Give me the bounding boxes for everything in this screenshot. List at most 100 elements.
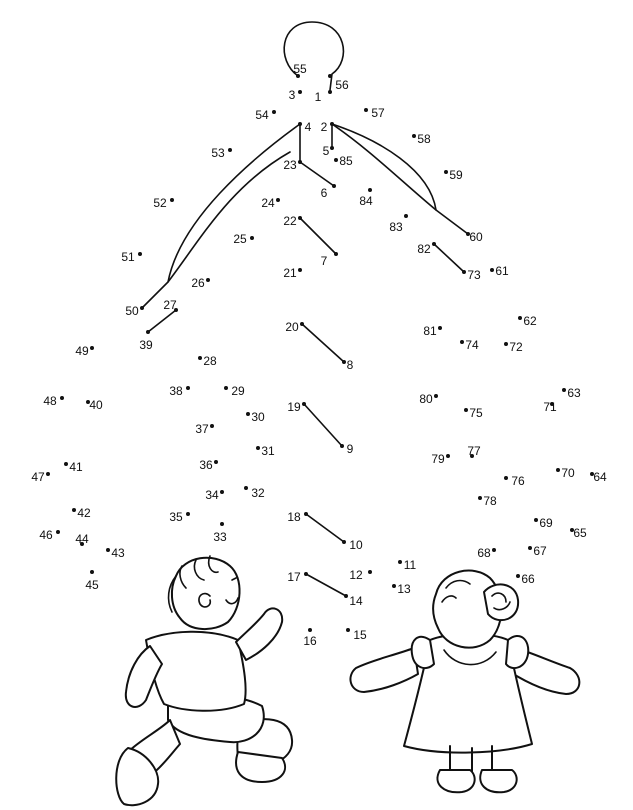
dot-marker bbox=[434, 394, 438, 398]
girl-left-shoe bbox=[436, 769, 476, 794]
dot-marker bbox=[330, 122, 334, 126]
dot-number: 58 bbox=[417, 132, 431, 146]
dot-11: 11 bbox=[398, 558, 417, 572]
dot-18: 18 bbox=[287, 510, 308, 524]
dot-79: 79 bbox=[431, 452, 450, 466]
dot-number: 75 bbox=[469, 406, 483, 420]
line-22-7 bbox=[299, 217, 337, 255]
dot-number: 46 bbox=[39, 528, 53, 542]
dot-marker bbox=[492, 548, 496, 552]
dot-31: 31 bbox=[256, 444, 275, 458]
dot-number: 47 bbox=[31, 470, 45, 484]
dot-59: 59 bbox=[444, 168, 463, 182]
dot-marker bbox=[250, 236, 254, 240]
dot-42: 42 bbox=[72, 506, 91, 520]
dot-marker bbox=[460, 340, 464, 344]
dot-number: 53 bbox=[211, 146, 225, 160]
dot-marker bbox=[298, 122, 302, 126]
dot-73: 73 bbox=[462, 268, 481, 282]
dot-marker bbox=[272, 110, 276, 114]
dot-69: 69 bbox=[534, 516, 553, 530]
dot-marker bbox=[364, 108, 368, 112]
girl-bow-curls bbox=[491, 592, 511, 611]
dot-74: 74 bbox=[460, 338, 479, 352]
dot-57: 57 bbox=[364, 106, 385, 120]
dot-number: 64 bbox=[593, 470, 607, 484]
dot-marker bbox=[174, 308, 178, 312]
dot-29: 29 bbox=[224, 384, 245, 398]
line-27-39 bbox=[147, 309, 177, 333]
dot-marker bbox=[332, 184, 336, 188]
dot-28: 28 bbox=[198, 354, 217, 368]
dot-marker bbox=[344, 594, 348, 598]
dot-marker bbox=[334, 158, 338, 162]
dot-32: 32 bbox=[244, 486, 265, 500]
dot-marker bbox=[464, 408, 468, 412]
dot-marker bbox=[186, 512, 190, 516]
girl-right-shoe bbox=[479, 769, 518, 794]
dot-number: 28 bbox=[203, 354, 217, 368]
dot-3: 3 bbox=[289, 88, 302, 102]
dot-marker bbox=[550, 402, 554, 406]
dot-marker bbox=[446, 454, 450, 458]
dot-number: 33 bbox=[213, 530, 227, 544]
dot-64: 64 bbox=[590, 470, 607, 484]
dot-marker bbox=[304, 572, 308, 576]
dot-46: 46 bbox=[39, 528, 60, 542]
dot-number: 24 bbox=[261, 196, 275, 210]
dot-number: 51 bbox=[121, 250, 135, 264]
dot-33: 33 bbox=[213, 522, 227, 544]
dot-35: 35 bbox=[169, 510, 190, 524]
dot-marker bbox=[86, 400, 90, 404]
dot-marker bbox=[186, 386, 190, 390]
dot-number: 8 bbox=[347, 358, 354, 372]
dot-54: 54 bbox=[255, 108, 276, 122]
dot-number: 19 bbox=[287, 400, 301, 414]
dot-number: 54 bbox=[255, 108, 269, 122]
right-branch-inner bbox=[331, 123, 437, 211]
dot-75: 75 bbox=[464, 406, 483, 420]
dot-marker bbox=[298, 216, 302, 220]
dot-12: 12 bbox=[349, 568, 372, 582]
boy-face bbox=[225, 577, 239, 605]
dot-number: 25 bbox=[233, 232, 247, 246]
girl-bangs bbox=[441, 579, 471, 603]
dot-number: 16 bbox=[303, 634, 317, 648]
dot-number: 45 bbox=[85, 578, 99, 592]
dot-marker bbox=[556, 468, 560, 472]
dot-number: 11 bbox=[404, 558, 417, 572]
dot-number: 74 bbox=[465, 338, 479, 352]
dot-number: 73 bbox=[467, 268, 481, 282]
dot-number: 31 bbox=[261, 444, 275, 458]
dot-34: 34 bbox=[205, 488, 224, 502]
dot-36: 36 bbox=[199, 458, 218, 472]
dot-41: 41 bbox=[64, 460, 83, 474]
dot-27: 27 bbox=[163, 298, 178, 312]
dot-number: 56 bbox=[335, 78, 349, 92]
dot-marker bbox=[398, 560, 402, 564]
dot-marker bbox=[342, 360, 346, 364]
dot-marker bbox=[392, 584, 396, 588]
dot-68: 68 bbox=[477, 546, 496, 560]
dot-number: 43 bbox=[111, 546, 125, 560]
dot-62: 62 bbox=[518, 314, 537, 328]
boy-ear bbox=[198, 592, 212, 608]
dot-52: 52 bbox=[153, 196, 174, 210]
dot-marker bbox=[570, 528, 574, 532]
dot-50: 50 bbox=[125, 304, 144, 318]
dot-marker bbox=[470, 454, 474, 458]
dot-45: 45 bbox=[85, 570, 99, 592]
dot-63: 63 bbox=[562, 386, 581, 400]
dot-number: 39 bbox=[139, 338, 153, 352]
dot-number: 42 bbox=[77, 506, 91, 520]
dot-marker bbox=[490, 268, 494, 272]
dot-number: 67 bbox=[533, 544, 547, 558]
dot-25: 25 bbox=[233, 232, 254, 246]
dot-marker bbox=[330, 146, 334, 150]
dot-47: 47 bbox=[31, 470, 50, 484]
dot-number: 20 bbox=[285, 320, 299, 334]
dot-2: 2 bbox=[321, 120, 334, 134]
line-20-8 bbox=[301, 323, 345, 363]
dot-number: 55 bbox=[293, 62, 307, 76]
girl-right-sleeve bbox=[505, 635, 530, 670]
